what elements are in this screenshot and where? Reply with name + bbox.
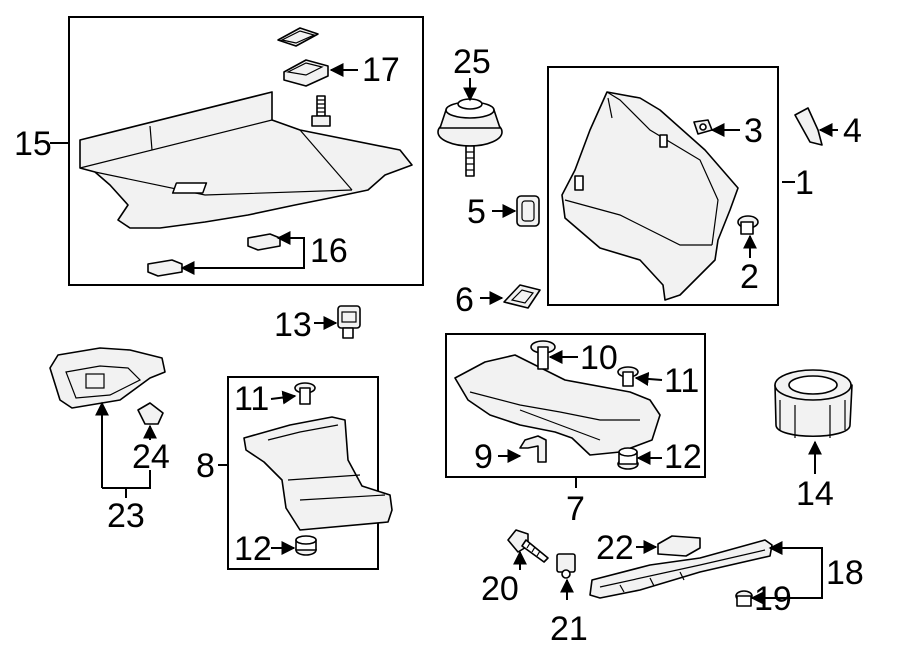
callout-2: 2 — [740, 258, 759, 296]
callout-14: 14 — [796, 475, 834, 513]
bolt-20 — [507, 529, 549, 563]
switch-13 — [337, 305, 361, 339]
cover-4 — [794, 107, 823, 146]
callout-4: 4 — [843, 112, 862, 150]
pin-11-left — [294, 382, 316, 405]
push-pin-2 — [737, 215, 759, 235]
bolt-under-17 — [311, 95, 331, 127]
grommet-5 — [516, 195, 540, 227]
callout-7: 7 — [566, 490, 585, 528]
callout-10: 10 — [580, 339, 618, 377]
callout-8: 8 — [196, 447, 215, 485]
callout-11-right: 11 — [664, 362, 699, 400]
pad-22 — [657, 535, 701, 557]
callout-11-left: 11 — [234, 380, 269, 418]
trunk-floor-board — [79, 91, 413, 229]
callout-3: 3 — [744, 112, 763, 150]
callout-9: 9 — [474, 438, 493, 476]
callout-12-right: 12 — [664, 438, 702, 476]
callout-23: 23 — [107, 497, 145, 535]
tray-8 — [243, 416, 393, 531]
clip-17 — [277, 27, 329, 87]
leader-lines — [50, 63, 838, 605]
callout-6: 6 — [455, 281, 474, 319]
callout-19: 19 — [754, 580, 792, 618]
lamp-assembly-23 — [49, 347, 166, 409]
group-box-15 — [68, 16, 424, 286]
callout-17: 17 — [362, 51, 400, 89]
bracket-9 — [519, 435, 547, 463]
callout-5: 5 — [467, 193, 486, 231]
callout-labels: 15 17 16 25 1 3 4 2 5 6 13 10 11 9 12 7 … — [14, 43, 864, 648]
callout-22: 22 — [596, 529, 634, 567]
callout-18: 18 — [826, 554, 864, 592]
callout-1: 1 — [795, 164, 814, 202]
callout-13: 13 — [274, 306, 312, 344]
callout-12-left: 12 — [234, 530, 272, 568]
sill-plate-18 — [589, 539, 773, 599]
callout-25: 25 — [453, 43, 491, 81]
callout-20: 20 — [481, 570, 519, 608]
pin-12-right — [617, 447, 639, 470]
pad-16 — [147, 233, 281, 277]
quarter-trim-panel — [561, 91, 739, 301]
group-box-1 — [547, 66, 779, 306]
bulb-24 — [137, 402, 164, 425]
jack-holder-25 — [437, 98, 503, 177]
callout-21: 21 — [550, 610, 588, 648]
group-box-8 — [227, 376, 379, 570]
callout-15: 15 — [14, 125, 52, 163]
callout-24: 24 — [132, 438, 170, 476]
spare-tire-cup-14 — [774, 369, 853, 438]
clip-19 — [735, 590, 753, 607]
pin-12-left — [295, 535, 317, 556]
pin-11-right — [617, 366, 639, 387]
nut-21 — [556, 553, 576, 579]
clip-3 — [693, 119, 713, 135]
callout-16: 16 — [310, 232, 348, 270]
pad-6 — [503, 284, 541, 309]
